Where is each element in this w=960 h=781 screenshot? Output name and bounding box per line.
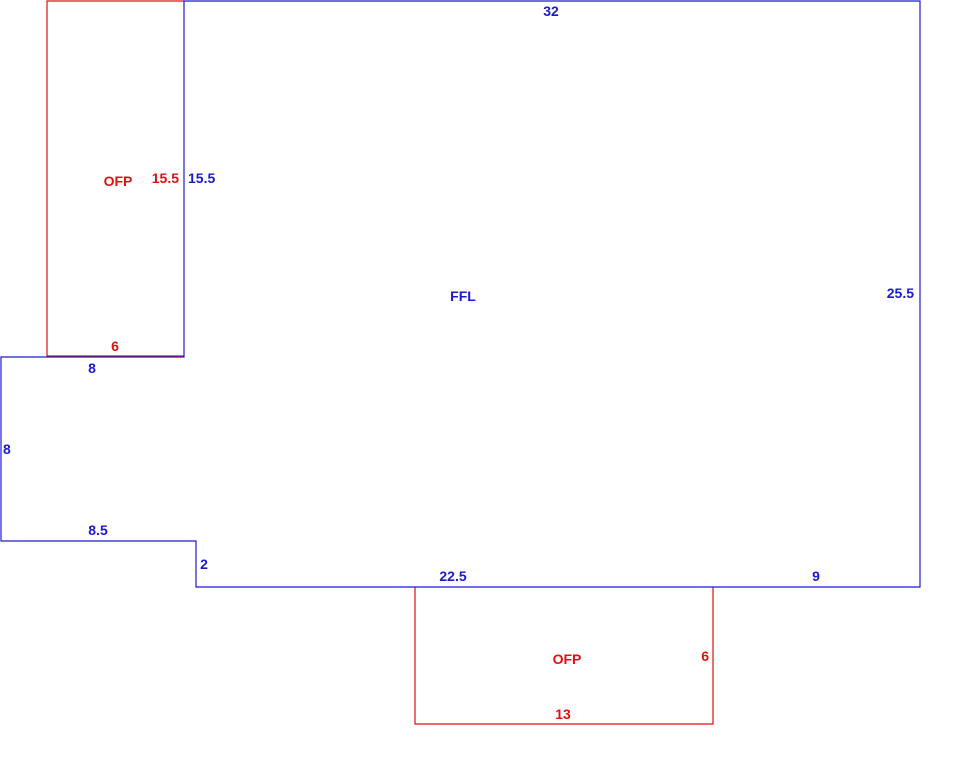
dim-bottom-right: 9: [812, 568, 820, 584]
dim-notch-side: 15.5: [188, 170, 215, 186]
dim-lower-left-bottom: 8.5: [88, 522, 108, 538]
porch-bottom-dim-bottom: 13: [555, 706, 571, 722]
porch-left-dim-side: 15.5: [152, 170, 179, 186]
dim-step-vertical: 2: [200, 556, 208, 572]
dim-left: 8: [3, 441, 11, 457]
dim-right: 25.5: [887, 285, 914, 301]
porch-left-outline: [46, 0, 184, 357]
porch-bottom-label: OFP: [553, 651, 582, 667]
dim-bottom-mid: 22.5: [439, 568, 466, 584]
porch-left-dim-bottom: 6: [111, 338, 119, 354]
dim-top: 32: [543, 3, 559, 19]
main-area-outline: [0, 0, 921, 588]
porch-bottom-outline: [414, 587, 714, 725]
dim-notch-bottom: 8: [88, 360, 96, 376]
porch-bottom-dim-side: 6: [701, 648, 709, 664]
porch-left-label: OFP: [104, 173, 133, 189]
main-area-label: FFL: [450, 288, 476, 304]
